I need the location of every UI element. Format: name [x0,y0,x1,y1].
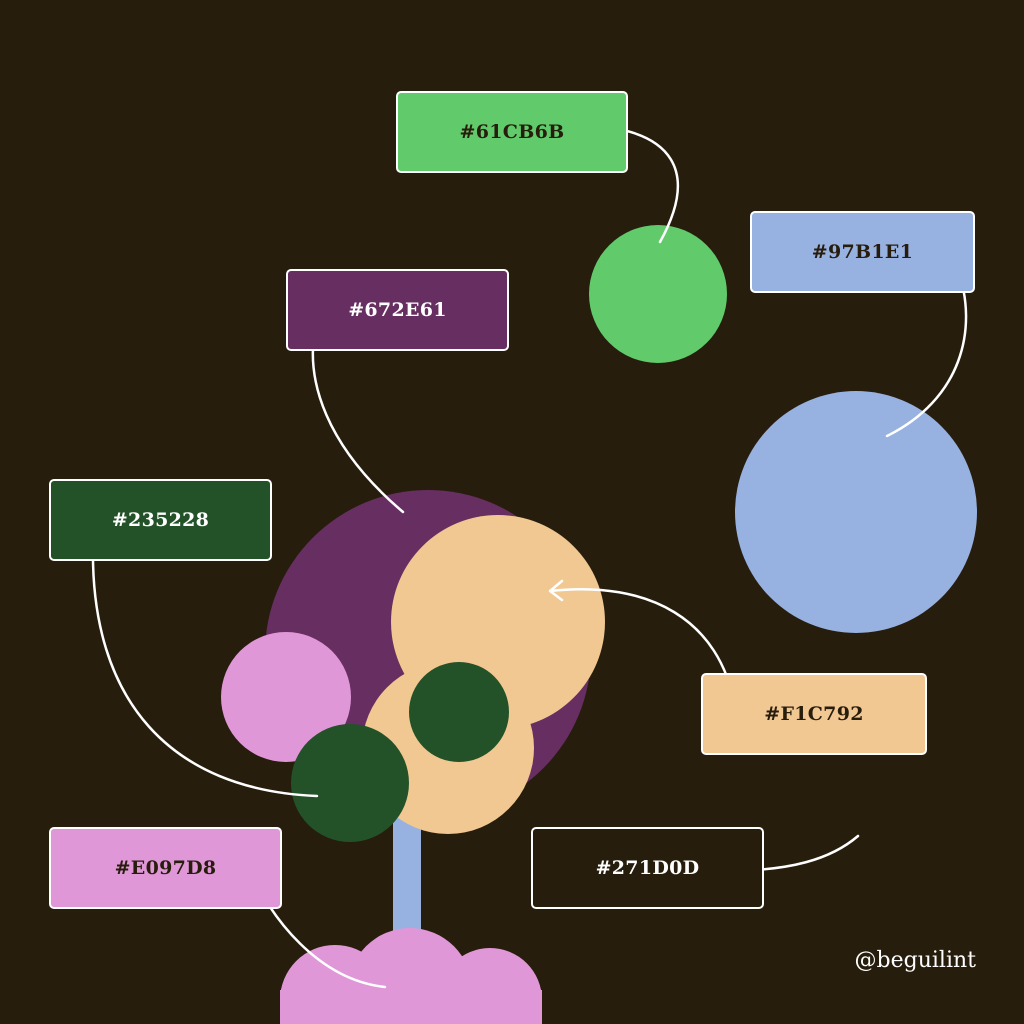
swatch-peach-label: #F1C792 [764,703,864,725]
green-circle [589,225,727,363]
canopy-pink-circle [221,632,351,762]
swatch-peach: #F1C792 [701,673,927,755]
swatch-dark-label: #271D0D [595,857,700,879]
swatch-blue-label: #97B1E1 [811,241,914,263]
swatch-green-label: #61CB6B [459,121,565,143]
swatch-pink: #E097D8 [49,827,282,909]
swatch-dark: #271D0D [531,827,764,909]
swatch-dark-green-label: #235228 [111,509,210,531]
author-credit: @beguilint [854,948,976,973]
swatch-green: #61CB6B [396,91,628,173]
blue-circle [735,391,977,633]
swatch-blue: #97B1E1 [750,211,975,293]
swatch-purple: #672E61 [286,269,509,351]
swatch-dark-green: #235228 [49,479,272,561]
swatch-purple-label: #672E61 [348,299,447,321]
swatch-pink-label: #E097D8 [114,857,217,879]
canopy-dark-green-circle-right [409,662,509,762]
canopy-dark-green-circle-left [291,724,409,842]
pink-bush [280,928,542,1024]
